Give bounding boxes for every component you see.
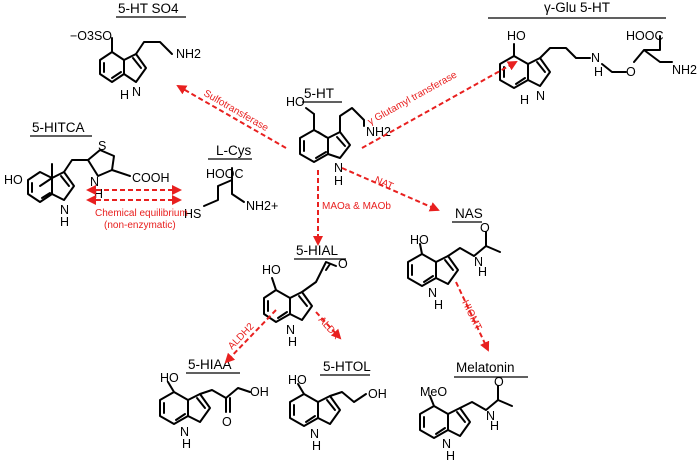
label-aldh2: ALDH2 — [226, 321, 257, 352]
label-cooh: HOOC — [626, 29, 664, 43]
reaction-arrows — [86, 61, 518, 364]
title-5htol: 5-HTOL — [323, 359, 371, 374]
label-nh: N — [591, 51, 600, 65]
arrow-sulfotransferase — [176, 85, 287, 149]
label-n: N — [286, 323, 295, 337]
title-gglu: γ-Glu 5-HT — [544, 0, 610, 15]
label-mao: MAOa & MAOb — [322, 201, 391, 212]
label-nh: N — [486, 409, 495, 423]
arrow-nat — [341, 167, 440, 212]
arrow-aldr — [315, 311, 342, 340]
title-5ht: 5-HT — [304, 86, 334, 101]
arrow-gglu-transferase — [361, 61, 518, 149]
label-o: O — [222, 415, 232, 429]
label-oh: OH — [250, 385, 269, 399]
arrow-aldh2 — [224, 309, 277, 364]
label-h: H — [312, 439, 321, 453]
label-ring-n: N — [60, 203, 69, 217]
label-n: N — [90, 175, 99, 189]
label-ho: HO — [288, 373, 307, 387]
label-nh2: NH2 — [176, 47, 201, 61]
label-aldr: ALDR — [316, 315, 342, 342]
title-nas: NAS — [455, 206, 483, 221]
label-n: N — [310, 427, 319, 441]
label-ho: HO — [262, 263, 281, 277]
compound-5ht: 5-HT HO NH2 N H — [286, 86, 391, 188]
label-nat: NAT — [373, 175, 395, 193]
label-h: H — [120, 88, 129, 102]
title-5hitca: 5-HITCA — [32, 120, 85, 135]
compound-nas: NAS HO N H O N H — [407, 206, 501, 312]
label-hs: HS — [184, 207, 201, 221]
label-nh-h: H — [490, 419, 499, 433]
label-nh2: NH2+ — [246, 199, 278, 213]
label-oh: OH — [368, 387, 387, 401]
compound-gglu-5ht: γ-Glu 5-HT HO HOOC NH2 N H O N H — [488, 0, 697, 107]
label-n: N — [428, 286, 437, 300]
label-h: H — [182, 437, 191, 451]
label-ho: HO — [410, 233, 429, 247]
label-ho: HO — [286, 95, 305, 109]
title-lcys: L-Cys — [216, 143, 252, 158]
title-5ht-so4: 5-HT SO4 — [118, 1, 179, 16]
label-h: H — [446, 449, 455, 462]
compound-5hial: 5-HIAL HO O N H — [262, 243, 348, 349]
label-hiomt: HIOMT — [459, 298, 483, 332]
compound-lcys: L-Cys HOOC HS NH2+ — [184, 143, 278, 221]
label-n: N — [180, 425, 189, 439]
compound-5htol: 5-HTOL HO OH N H — [288, 359, 387, 453]
title-5hiaa: 5-HIAA — [188, 357, 232, 372]
label-n: N — [442, 437, 451, 451]
label-cooh: COOH — [132, 171, 170, 185]
label-equilibrium: Chemical equilibrium — [95, 208, 188, 219]
label-nh-h: H — [594, 65, 603, 79]
compound-5ht-so4: 5-HT SO4 −O3SO NH2 N H — [70, 1, 201, 102]
label-h: H — [434, 298, 443, 312]
label-h: H — [520, 93, 529, 107]
label-nh2: NH2 — [672, 63, 697, 77]
compound-5hiaa: 5-HIAA HO OH O N H — [159, 357, 269, 451]
label-n: N — [132, 85, 141, 99]
label-meo: MeO — [420, 385, 447, 399]
arrow-hiomt — [455, 281, 490, 352]
label-o: O — [494, 375, 504, 389]
label-o: O — [338, 257, 348, 271]
label-ho: HO — [4, 173, 23, 187]
label-o: O — [626, 65, 636, 79]
label-ring-h: H — [60, 215, 69, 229]
label-h: H — [288, 335, 297, 349]
label-n: N — [334, 161, 343, 175]
label-ho: HO — [160, 371, 179, 385]
label-nh2: NH2 — [366, 125, 391, 139]
title-melatonin: Melatonin — [456, 360, 515, 375]
label-non-enzymatic: (non-enzymatic) — [104, 220, 176, 231]
label-h: H — [334, 174, 343, 188]
label-o3so: −O3SO — [70, 29, 112, 43]
label-sulfotransferase: Sulfotransferase — [202, 88, 271, 134]
label-n: N — [536, 89, 545, 103]
label-ho: HO — [507, 29, 526, 43]
title-5hial: 5-HIAL — [296, 243, 339, 258]
compound-melatonin: Melatonin MeO N H O N H — [419, 360, 528, 462]
label-nh: N — [474, 255, 483, 269]
label-s: S — [98, 139, 106, 153]
label-nh-h: H — [478, 265, 487, 279]
label-o: O — [480, 221, 490, 235]
label-cooh: HOOC — [206, 167, 244, 181]
